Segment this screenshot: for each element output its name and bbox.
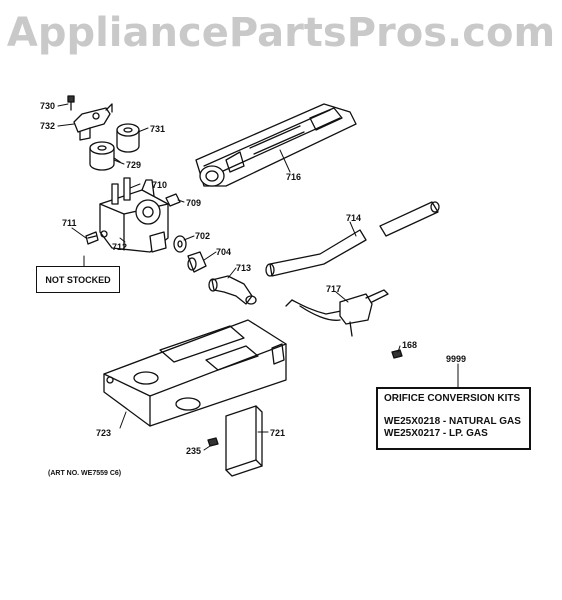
part-732-bracket bbox=[73, 103, 113, 141]
part-label-730: 730 bbox=[40, 101, 56, 111]
part-label-717: 717 bbox=[326, 284, 342, 294]
part-label-732: 732 bbox=[40, 121, 56, 131]
art-number: (ART NO. WE7559 C6) bbox=[48, 470, 122, 477]
part-label-721: 721 bbox=[270, 428, 286, 438]
not-stocked-box: NOT STOCKED bbox=[36, 266, 120, 293]
not-stocked-text: NOT STOCKED bbox=[45, 274, 111, 285]
part-label-723: 723 bbox=[96, 428, 112, 438]
part-702-nut bbox=[173, 235, 187, 253]
part-714-tube bbox=[265, 201, 440, 277]
part-label-702: 702 bbox=[195, 231, 211, 241]
part-label-710: 710 bbox=[152, 180, 168, 190]
part-721-shield bbox=[225, 405, 263, 477]
kit-natural-gas: WE25X0218 - NATURAL GAS bbox=[384, 416, 521, 427]
part-729-coil bbox=[89, 141, 121, 171]
part-label-729: 729 bbox=[126, 160, 142, 170]
part-label-168: 168 bbox=[402, 340, 418, 350]
leader-lines bbox=[57, 103, 459, 451]
part-label-712: 712 bbox=[112, 242, 128, 252]
kit-title: ORIFICE CONVERSION KITS bbox=[384, 393, 521, 404]
part-label-709: 709 bbox=[186, 198, 202, 208]
part-731-coil bbox=[116, 123, 140, 153]
part-235-screw bbox=[207, 437, 219, 447]
part-label-711: 711 bbox=[62, 218, 77, 228]
part-label-714: 714 bbox=[346, 213, 362, 223]
part-711-fitting bbox=[85, 231, 99, 245]
kit-lp-gas: WE25X0217 - LP. GAS bbox=[384, 428, 488, 439]
part-label-713: 713 bbox=[236, 263, 252, 273]
part-168-screw bbox=[391, 349, 403, 359]
part-717-igniter bbox=[285, 289, 389, 337]
watermark: AppliancePartsPros.com bbox=[6, 10, 556, 56]
part-label-704: 704 bbox=[216, 247, 232, 257]
part-label-9999: 9999 bbox=[446, 354, 467, 364]
part-label-731: 731 bbox=[150, 124, 166, 134]
part-704-orifice bbox=[187, 251, 207, 273]
part-713-elbow bbox=[208, 275, 257, 305]
part-709-fitting bbox=[165, 193, 181, 207]
part-723-base-plate bbox=[103, 319, 287, 427]
part-712-valve-body bbox=[99, 177, 169, 253]
orifice-kit-box: ORIFICE CONVERSION KITS WE25X0218 - NATU… bbox=[376, 387, 531, 450]
part-label-716: 716 bbox=[286, 172, 302, 182]
part-730-screw bbox=[67, 95, 75, 111]
part-label-235: 235 bbox=[186, 446, 202, 456]
part-716-burner bbox=[195, 103, 357, 187]
